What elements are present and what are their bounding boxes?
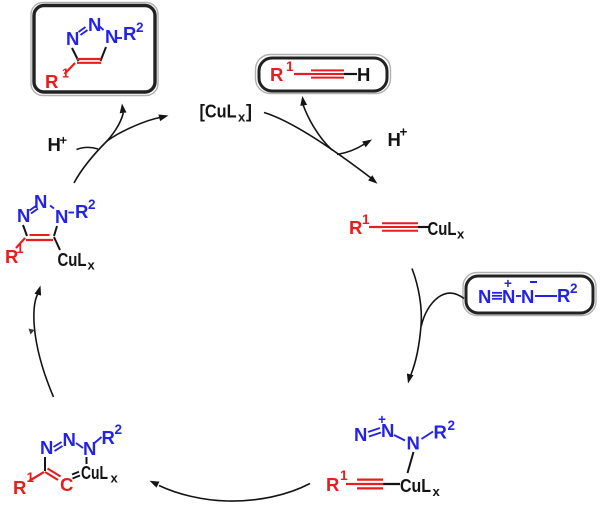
svg-text:R: R xyxy=(557,285,570,306)
svg-text:R: R xyxy=(5,246,18,267)
svg-text:[CuL: [CuL xyxy=(200,102,237,122)
svg-text:1: 1 xyxy=(62,67,69,81)
svg-text:N: N xyxy=(407,433,420,454)
svg-text:H: H xyxy=(357,64,370,85)
svg-text:2: 2 xyxy=(115,422,123,437)
svg-text:x: x xyxy=(457,227,465,242)
svg-text:CuL: CuL xyxy=(58,250,87,270)
svg-text:N: N xyxy=(63,429,76,450)
svg-text:R: R xyxy=(349,217,362,238)
svg-text:1: 1 xyxy=(362,212,370,227)
svg-text:R: R xyxy=(13,477,26,498)
svg-text:2: 2 xyxy=(570,281,578,296)
svg-text:N: N xyxy=(66,28,79,49)
svg-text:N: N xyxy=(40,437,53,458)
svg-text:1: 1 xyxy=(286,59,294,74)
svg-text:CuL: CuL xyxy=(81,463,108,483)
svg-text:N: N xyxy=(34,191,47,212)
svg-text:N: N xyxy=(17,205,30,226)
svg-text:R: R xyxy=(123,23,136,44)
svg-text:CuL: CuL xyxy=(400,475,431,496)
svg-text:N: N xyxy=(83,438,96,459)
svg-text:N: N xyxy=(354,424,367,445)
svg-text:2: 2 xyxy=(136,20,144,35)
svg-text:C: C xyxy=(60,474,73,495)
svg-text:1: 1 xyxy=(340,468,348,483)
svg-text:N: N xyxy=(502,286,515,307)
svg-text:1: 1 xyxy=(17,242,24,256)
svg-text:]: ] xyxy=(246,102,252,122)
svg-text:R: R xyxy=(270,64,283,85)
svg-text:R: R xyxy=(45,71,58,92)
svg-text:N: N xyxy=(478,286,491,307)
svg-text:1: 1 xyxy=(27,470,35,485)
svg-text:+: + xyxy=(378,412,386,427)
svg-text:+: + xyxy=(60,133,68,148)
svg-text:x: x xyxy=(433,484,441,499)
svg-text:R: R xyxy=(102,427,115,448)
svg-text:x: x xyxy=(238,110,246,125)
svg-text:+: + xyxy=(400,125,408,140)
svg-text:2: 2 xyxy=(88,197,96,212)
svg-text:N: N xyxy=(521,286,534,307)
svg-text:N: N xyxy=(105,26,118,47)
svg-text:N: N xyxy=(381,420,394,441)
svg-text:CuL: CuL xyxy=(428,219,457,239)
svg-text:x: x xyxy=(88,258,96,273)
svg-text:R: R xyxy=(326,474,339,495)
svg-text:R: R xyxy=(434,422,447,443)
svg-text:N: N xyxy=(88,14,101,35)
svg-text:H: H xyxy=(388,129,401,150)
svg-text:N: N xyxy=(55,206,68,227)
svg-text:2: 2 xyxy=(448,418,456,433)
svg-text:R: R xyxy=(75,201,88,222)
svg-text:H: H xyxy=(48,134,61,155)
svg-text:x: x xyxy=(111,471,119,486)
svg-text:+: + xyxy=(504,276,512,291)
